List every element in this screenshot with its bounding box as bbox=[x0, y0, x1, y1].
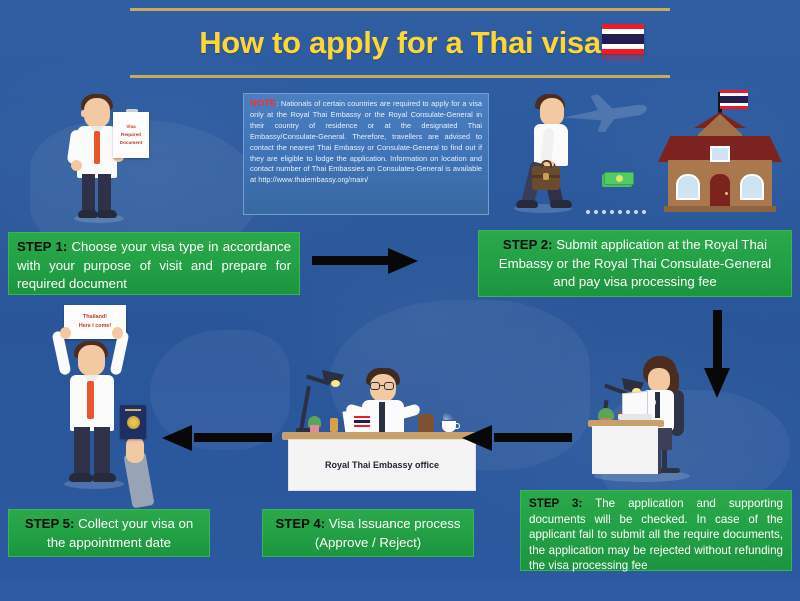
page-title: How to apply for a Thai visa bbox=[199, 25, 601, 60]
arrow-step1-to-step2-icon bbox=[312, 248, 420, 274]
illustration-embassy-counter: Royal Thai Embassy office bbox=[282, 366, 482, 494]
passport-icon bbox=[120, 405, 146, 439]
right-shoe bbox=[97, 210, 117, 218]
step-3-label: STEP 3: bbox=[529, 497, 583, 510]
arrow-step2-to-step3-icon bbox=[704, 310, 731, 400]
pen-holder bbox=[330, 418, 338, 432]
step-4-label: STEP 4: bbox=[275, 516, 326, 531]
note-text: : Nationals of certain countries are req… bbox=[250, 99, 482, 185]
head bbox=[540, 98, 564, 126]
counter-front-panel: Royal Thai Embassy office bbox=[288, 439, 476, 491]
left-shoe bbox=[78, 210, 98, 218]
back-shoe bbox=[516, 200, 538, 208]
right-leg bbox=[98, 174, 111, 214]
step-3-box: STEP 3: The application and supporting d… bbox=[520, 490, 792, 573]
arrow-step3-to-step4-icon bbox=[462, 425, 572, 451]
necktie bbox=[379, 402, 385, 434]
plant-icon bbox=[598, 408, 614, 421]
left-hand bbox=[71, 160, 82, 171]
attic-window bbox=[710, 146, 730, 162]
step-5-label: STEP 5: bbox=[24, 516, 75, 531]
note-box: NOTE: Nationals of certain countries are… bbox=[243, 93, 489, 215]
ear bbox=[81, 110, 86, 117]
illustration-traveller-and-embassy bbox=[490, 86, 790, 226]
step-1-text: Choose your visa type in accordance with… bbox=[17, 239, 291, 291]
right-hand bbox=[112, 327, 123, 339]
thai-flag-icon bbox=[354, 416, 370, 427]
desk-top bbox=[588, 420, 664, 427]
path-dots bbox=[586, 210, 646, 214]
doc-line-2: Required bbox=[121, 132, 141, 137]
left-shoe bbox=[69, 473, 93, 482]
figure-shadow bbox=[514, 204, 572, 213]
counter-top bbox=[282, 432, 482, 440]
step-1-box: STEP 1: Choose your visa type in accorda… bbox=[8, 232, 300, 295]
head bbox=[78, 345, 105, 376]
hand-holding-passport bbox=[114, 405, 160, 509]
counter-label: Royal Thai Embassy office bbox=[324, 459, 440, 470]
briefcase-icon bbox=[532, 160, 560, 190]
thai-flag-icon bbox=[602, 24, 644, 63]
glasses-icon bbox=[370, 382, 396, 390]
doc-line-3: Document bbox=[119, 140, 143, 145]
figure-shadow bbox=[74, 214, 124, 223]
necktie bbox=[87, 381, 94, 419]
necktie bbox=[94, 131, 100, 164]
right-leg bbox=[94, 427, 110, 477]
right-shoe bbox=[92, 473, 116, 482]
left-hand bbox=[60, 327, 71, 339]
front-shoe bbox=[550, 200, 572, 208]
doc-line-1: Visa bbox=[126, 124, 136, 129]
title-bar: How to apply for a Thai visa bbox=[130, 8, 670, 78]
head bbox=[648, 368, 670, 392]
celebrate-line-1: Thailand! bbox=[83, 314, 107, 320]
collar bbox=[90, 126, 104, 135]
money-icon bbox=[602, 171, 634, 188]
step-2-label: STEP 2: bbox=[502, 237, 553, 252]
step-1-label: STEP 1: bbox=[17, 239, 68, 254]
illustration-happy-applicant: Thailand! Here I come! bbox=[22, 305, 172, 509]
window-right bbox=[740, 174, 764, 200]
step-5-box: STEP 5: Collect your visa on the appoint… bbox=[8, 509, 210, 557]
step-4-text: Visa Issuance process (Approve / Reject) bbox=[314, 516, 461, 550]
step-5-text: Collect your visa on the appointment dat… bbox=[47, 516, 194, 550]
bottom-band bbox=[0, 579, 800, 601]
head bbox=[84, 98, 110, 128]
embassy-building bbox=[658, 90, 782, 212]
step-4-box: STEP 4: Visa Issuance process (Approve /… bbox=[262, 509, 474, 557]
desk-body bbox=[592, 426, 658, 474]
coffee-cup-icon bbox=[442, 421, 456, 432]
step-3-text: The application and supporting documents… bbox=[529, 497, 783, 573]
step-2-box: STEP 2: Submit application at the Royal … bbox=[478, 230, 792, 297]
arrow-step4-to-step5-icon bbox=[162, 425, 272, 451]
entrance-door bbox=[710, 174, 730, 210]
laptop-base bbox=[618, 414, 652, 420]
left-leg bbox=[82, 174, 95, 214]
collar bbox=[83, 375, 99, 385]
illustration-man-with-documents: Visa Required Document bbox=[60, 86, 190, 223]
illustration-officer-reviewing-documents bbox=[588, 352, 718, 492]
window-left bbox=[676, 174, 700, 200]
figure-shadow bbox=[64, 479, 124, 489]
visa-document-sign: Visa Required Document bbox=[113, 112, 149, 158]
note-label: NOTE bbox=[250, 98, 277, 109]
necktie bbox=[655, 392, 660, 418]
bag-icon bbox=[418, 414, 434, 432]
celebrate-line-2: Here I come! bbox=[78, 323, 112, 329]
thai-flag-icon bbox=[720, 90, 748, 109]
airplane-icon bbox=[563, 94, 647, 132]
step-2-text: Submit application at the Royal Thai Emb… bbox=[498, 237, 772, 289]
left-leg bbox=[74, 427, 90, 477]
